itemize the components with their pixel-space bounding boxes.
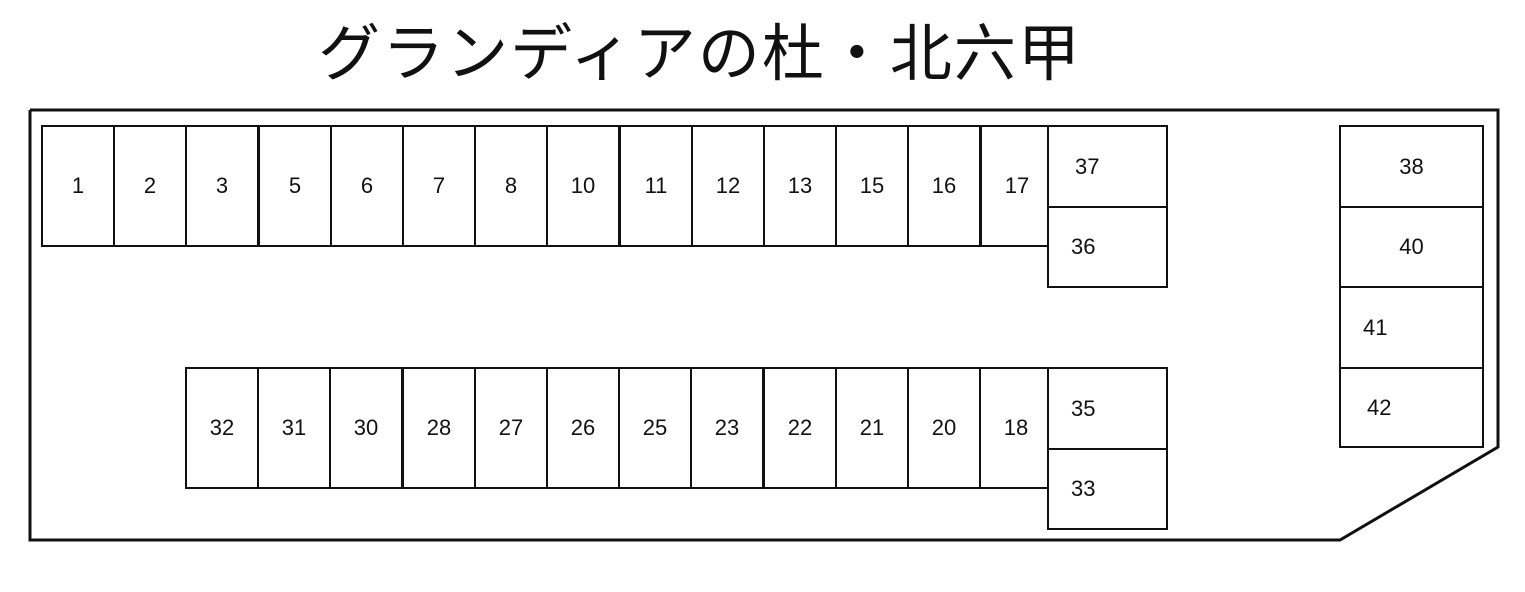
space-number: 2: [143, 173, 157, 198]
parking-space: 7: [402, 125, 476, 247]
parking-space: 40: [1339, 206, 1484, 288]
parking-space: 25: [618, 367, 692, 489]
parking-space: 31: [257, 367, 331, 489]
parking-space: 38: [1339, 125, 1484, 208]
space-number: 37: [1075, 153, 1100, 179]
parking-space: 16: [907, 125, 981, 247]
page-title: グランディアの杜・北六甲: [0, 14, 1400, 94]
parking-space: 28: [402, 367, 476, 489]
parking-space: 6: [330, 125, 404, 247]
space-number: 15: [859, 173, 885, 198]
parking-space: 26: [546, 367, 620, 489]
parking-space: 35: [1047, 367, 1168, 450]
parking-space: 2: [113, 125, 187, 247]
space-number: 12: [715, 173, 741, 198]
space-number: 5: [288, 173, 302, 198]
space-number: 31: [281, 415, 307, 440]
space-number: 10: [570, 173, 596, 198]
space-number: 25: [642, 415, 668, 440]
space-number: 13: [787, 173, 813, 198]
parking-space: 12: [691, 125, 765, 247]
parking-space: 30: [329, 367, 403, 489]
space-number: 23: [714, 415, 740, 440]
space-number: 21: [859, 415, 885, 440]
parking-space: 10: [546, 125, 620, 247]
space-number: 16: [931, 173, 957, 198]
space-number: 40: [1399, 234, 1424, 259]
space-number: 30: [353, 415, 379, 440]
space-number: 35: [1071, 395, 1096, 421]
parking-space: 1: [41, 125, 115, 247]
parking-space: 42: [1339, 367, 1484, 448]
parking-space: 36: [1047, 206, 1168, 288]
space-number: 38: [1399, 153, 1424, 179]
parking-space: 41: [1339, 286, 1484, 369]
space-number: 20: [931, 415, 957, 440]
space-number: 26: [570, 415, 596, 440]
parking-space: 8: [474, 125, 548, 247]
space-number: 3: [215, 173, 229, 198]
space-number: 28: [426, 415, 452, 440]
parking-space: 5: [258, 125, 332, 247]
space-number: 42: [1367, 394, 1392, 420]
title-text: グランディアの杜・北六甲: [318, 17, 1082, 90]
parking-space: 13: [763, 125, 837, 247]
parking-space: 18: [979, 367, 1053, 489]
parking-space: 37: [1047, 125, 1168, 208]
parking-space: 22: [763, 367, 837, 489]
space-number: 41: [1363, 314, 1388, 340]
parking-space: 17: [980, 125, 1054, 247]
space-number: 1: [71, 173, 85, 198]
space-number: 18: [1003, 415, 1029, 440]
space-number: 7: [432, 173, 446, 198]
parking-space: 20: [907, 367, 981, 489]
parking-space: 3: [185, 125, 259, 247]
parking-space: 11: [619, 125, 693, 247]
space-number: 22: [787, 415, 813, 440]
space-number: 6: [360, 173, 374, 198]
parking-space: 15: [835, 125, 909, 247]
space-number: 32: [209, 415, 235, 440]
parking-space: 23: [690, 367, 764, 489]
parking-space: 27: [474, 367, 548, 489]
space-number: 11: [644, 173, 668, 198]
space-number: 36: [1071, 234, 1096, 259]
space-number: 33: [1071, 476, 1096, 501]
parking-space: 21: [835, 367, 909, 489]
space-number: 8: [504, 173, 518, 198]
space-number: 27: [498, 415, 524, 440]
space-number: 17: [1004, 173, 1030, 198]
parking-space: 33: [1047, 448, 1168, 530]
parking-space: 32: [185, 367, 259, 489]
